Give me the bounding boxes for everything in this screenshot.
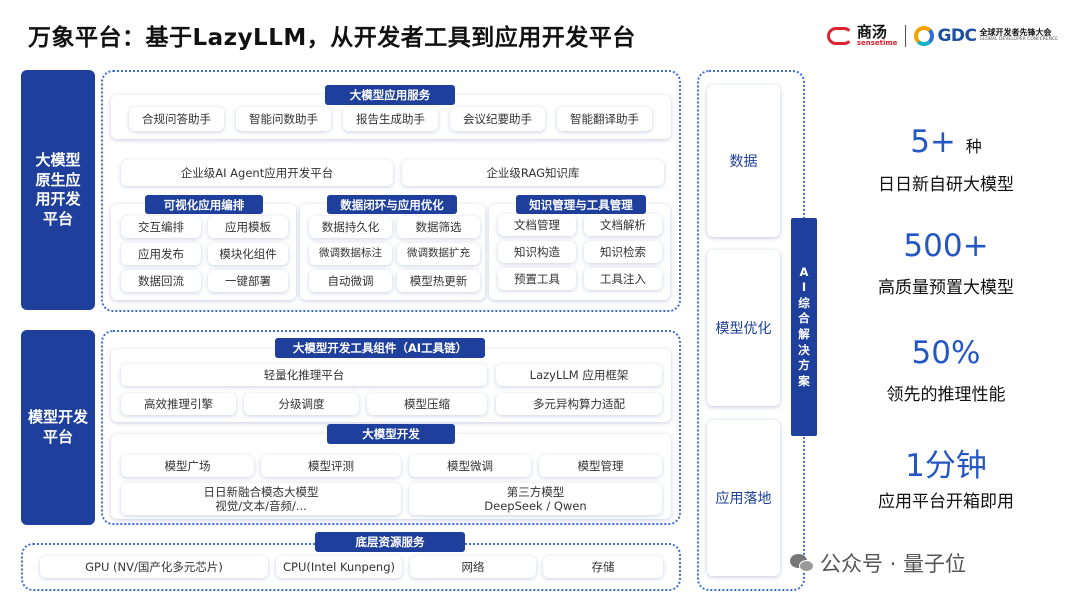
app-service-card: 会议纪要助手 — [450, 107, 545, 131]
stat-unit: 种 — [965, 137, 982, 156]
infra-card: 存储 — [543, 556, 663, 578]
watermark-text: 公众号 · 量子位 — [820, 552, 967, 576]
model-dev-card: 第三方模型 DeepSeek / Qwen — [409, 483, 662, 515]
app-service-card: 智能翻译助手 — [557, 107, 652, 131]
enterprise-rag-card: 企业级RAG知识库 — [402, 160, 664, 186]
knowledge-card: 知识构造 — [498, 241, 576, 263]
model-dev-card: 日日新融合模态大模型 视觉/文本/音频/... — [121, 483, 401, 515]
ai-solution-bar-char: 决 — [798, 342, 810, 357]
app-services-tag: 大模型应用服务 — [325, 85, 455, 105]
enterprise-agent-card: 企业级AI Agent应用开发平台 — [121, 160, 393, 186]
model-optimization-box: 模型优化 — [707, 250, 780, 406]
knowledge-card: 文档解析 — [584, 214, 662, 236]
knowledge-card: 预置工具 — [498, 268, 576, 290]
logo-divider — [905, 25, 907, 47]
sensetime-logo: 商汤 sensetime — [826, 23, 898, 47]
infra-tag: 底层资源服务 — [315, 532, 465, 552]
visual-orchestration-card: 数据回流 — [121, 270, 201, 292]
stat-value: 1分钟 — [846, 440, 1046, 485]
infra-card: CPU(Intel Kunpeng) — [276, 556, 402, 578]
model-dev-card: 模型评测 — [261, 455, 401, 477]
model-dev-card: 模型广场 — [121, 455, 254, 477]
ai-solution-bar-char: 综 — [798, 295, 810, 310]
stat-number: 1分钟 — [905, 448, 987, 484]
ai-solution-bar-char: 方 — [798, 358, 810, 373]
knowledge-card: 工具注入 — [584, 268, 662, 290]
data-loop-card: 微调数据标注 — [309, 243, 392, 265]
ai-solution-bar-char: 案 — [798, 373, 810, 388]
toolchain-tag: 大模型开发工具组件（AI工具链） — [275, 338, 485, 358]
stat-number: 500+ — [903, 228, 989, 264]
visual-orchestration-tag: 可视化应用编排 — [145, 195, 263, 214]
ai-solution-bar-char: 解 — [798, 327, 810, 341]
stat-label: 日日新自研大模型 — [878, 175, 1014, 195]
knowledge-card: 文档管理 — [498, 214, 576, 236]
native-platform-label: 大模型 原生应 用开发 平台 — [21, 70, 95, 310]
ai-solution-bar-char: I — [801, 280, 807, 295]
data-loop-tag: 数据闭环与应用优化 — [327, 195, 457, 214]
visual-orchestration-card: 一键部署 — [208, 270, 288, 292]
sensetime-logo-en: sensetime — [856, 39, 898, 47]
app-service-card: 合规问答助手 — [129, 107, 224, 131]
visual-orchestration-card: 模块化组件 — [208, 243, 288, 265]
dev-platform-region — [101, 330, 681, 525]
dev-platform-label: 模型开发 平台 — [21, 330, 95, 525]
toolchain-card: 模型压缩 — [367, 393, 487, 415]
stat-value: 5+ 种 — [846, 124, 1046, 160]
infra-card: GPU (NV/国产化多元芯片) — [40, 556, 268, 578]
native-platform-region — [101, 70, 681, 312]
stat-number: 5+ — [910, 124, 956, 160]
wechat-icon — [790, 552, 816, 574]
model-dev-tag: 大模型开发 — [327, 424, 455, 444]
toolchain-card: 多元异构算力适配 — [496, 393, 662, 415]
gdc-logo-text: GDC — [937, 26, 977, 46]
toolchain-card: 高效推理引擎 — [121, 393, 236, 415]
app-service-card: 智能问数助手 — [236, 107, 331, 131]
sensetime-mark-icon — [826, 27, 853, 45]
knowledge-card: 知识检索 — [584, 241, 662, 263]
data-loop-card: 数据持久化 — [309, 216, 392, 238]
knowledge-tag: 知识管理与工具管理 — [516, 195, 646, 214]
gdc-logo: GDC 全球开发者先锋大会 GLOBAL DEVELOPER CONFERENC… — [914, 26, 1058, 46]
model-dev-card: 模型管理 — [539, 455, 662, 477]
gdc-ring-icon — [914, 26, 935, 46]
visual-orchestration-card: 应用模板 — [208, 216, 288, 238]
data-loop-card: 数据筛选 — [397, 216, 480, 238]
sensetime-logo-zh: 商汤 — [856, 23, 887, 41]
page-title: 万象平台：基于LazyLLM，从开发者工具到应用开发平台 — [28, 25, 636, 51]
data-loop-card: 模型热更新 — [397, 270, 480, 292]
ai-solution-bar-char: 合 — [798, 311, 810, 326]
stat-value: 500+ — [846, 228, 1046, 264]
stat-value: 50% — [846, 335, 1046, 371]
model-dev-card: 模型微调 — [409, 455, 531, 477]
data-box: 数据 — [707, 85, 780, 237]
visual-orchestration-card: 应用发布 — [121, 243, 201, 265]
stat-label: 应用平台开箱即用 — [878, 492, 1014, 512]
visual-orchestration-card: 交互编排 — [121, 216, 201, 238]
stat-number: 50% — [911, 335, 981, 371]
gdc-logo-zh: 全球开发者先锋大会 — [979, 28, 1052, 38]
toolchain-card: 轻量化推理平台 — [121, 364, 487, 386]
data-loop-card: 自动微调 — [309, 270, 392, 292]
ai-solution-bar-char: A — [799, 264, 809, 279]
application-landing-box: 应用落地 — [707, 420, 780, 576]
stat-label: 领先的推理性能 — [886, 385, 1006, 405]
data-loop-card: 微调数据扩充 — [397, 243, 480, 265]
ai-solution-bar: A I 综 合 解 决 方 案 — [791, 218, 817, 436]
infra-card: 网络 — [410, 556, 536, 578]
app-service-card: 报告生成助手 — [343, 107, 438, 131]
stat-label: 高质量预置大模型 — [878, 278, 1014, 298]
watermark: 公众号 · 量子位 — [790, 548, 966, 578]
gdc-logo-en: GLOBAL DEVELOPER CONFERENCE — [979, 36, 1058, 42]
toolchain-card: LazyLLM 应用框架 — [496, 364, 662, 386]
logo-group: 商汤 sensetime GDC 全球开发者先锋大会 GLOBAL DEVELO… — [826, 18, 1058, 54]
toolchain-card: 分级调度 — [244, 393, 359, 415]
